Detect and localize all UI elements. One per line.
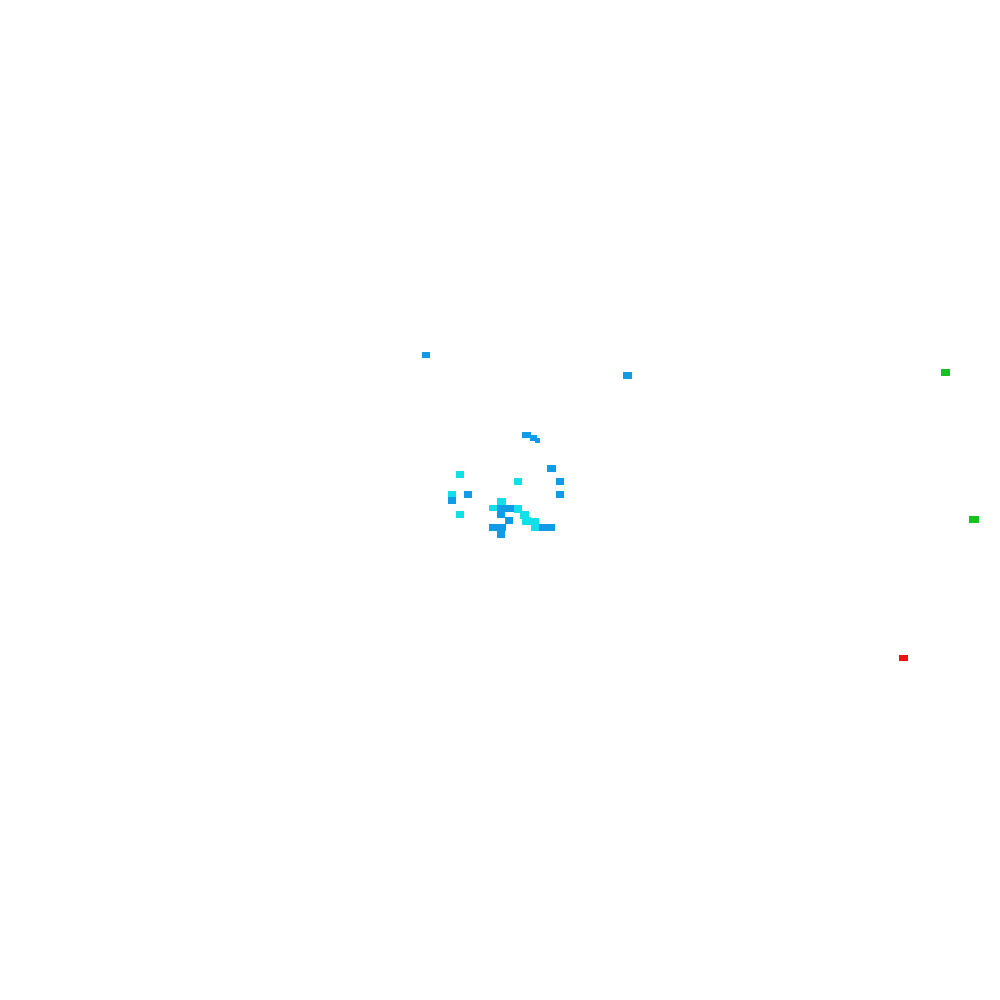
map-pixel-blue bbox=[505, 517, 513, 524]
map-pixel-cyan bbox=[531, 524, 539, 531]
map-pixel-blue bbox=[547, 524, 555, 531]
map-pixel-cyan bbox=[514, 478, 522, 485]
map-pixel-cyan bbox=[522, 517, 531, 525]
map-pixel-blue bbox=[497, 524, 506, 531]
map-pixel-blue bbox=[448, 497, 456, 504]
map-pixel-blue bbox=[535, 438, 540, 443]
map-pixel-blue bbox=[547, 465, 556, 472]
map-pixel-blue bbox=[497, 505, 506, 512]
map-pixel-blue bbox=[522, 432, 531, 438]
map-pixel-blue bbox=[489, 524, 498, 531]
map-pixel-blue bbox=[556, 491, 564, 498]
map-pixel-green bbox=[941, 369, 950, 376]
map-pixel-red bbox=[899, 655, 908, 661]
map-pixel-blue bbox=[497, 530, 505, 538]
map-pixel-cyan bbox=[448, 491, 456, 497]
map-pixel-cyan bbox=[489, 505, 497, 511]
map-pixel-blue bbox=[623, 372, 632, 379]
map-pixel-blue bbox=[556, 478, 564, 485]
map-pixel-cyan bbox=[456, 511, 464, 518]
map-pixel-cyan bbox=[514, 505, 522, 513]
map-pixel-cyan bbox=[520, 511, 529, 519]
map-pixel-blue bbox=[530, 435, 537, 441]
map-pixel-blue bbox=[505, 505, 514, 512]
map-pixel-blue bbox=[539, 524, 547, 531]
map-pixel-green bbox=[969, 516, 979, 523]
map-pixel-cyan bbox=[497, 498, 506, 506]
map-pixel-blue bbox=[422, 352, 430, 358]
map-pixel-cyan bbox=[456, 471, 464, 478]
map-pixel-blue bbox=[497, 511, 505, 518]
map-pixel-blue bbox=[464, 491, 472, 498]
map-pixel-cyan bbox=[531, 518, 539, 525]
